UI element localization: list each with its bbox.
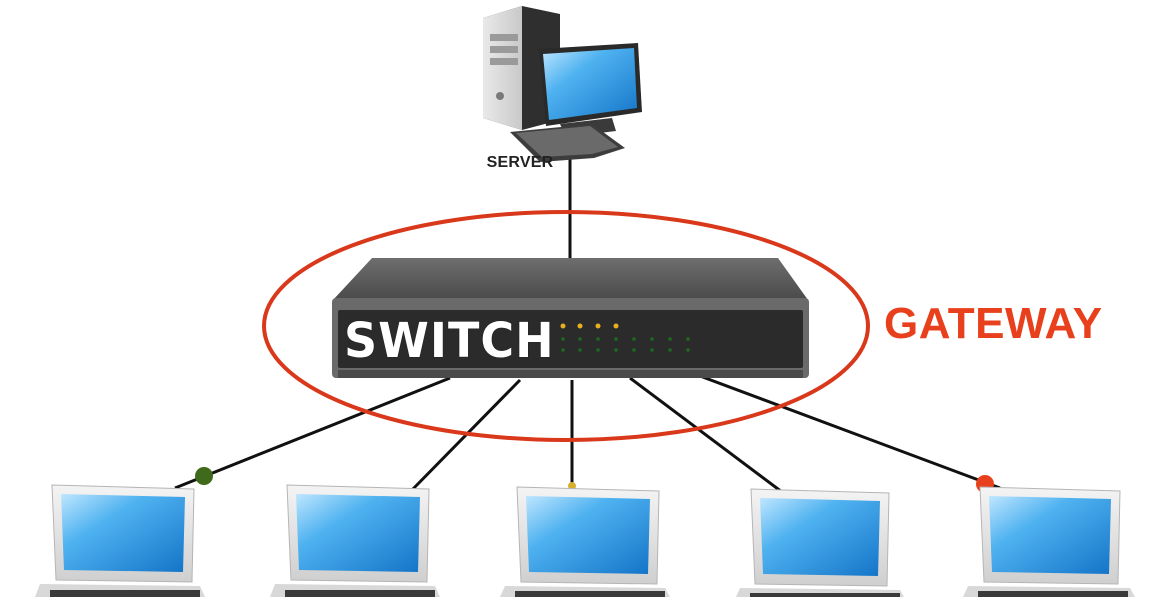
connection-lines: [174, 150, 1001, 494]
switch-status-leds: [560, 323, 690, 352]
client-link-2: [408, 378, 522, 494]
switch-label: SWITCH: [344, 311, 555, 369]
client-link-4: [629, 376, 783, 494]
laptop-icon: [500, 486, 670, 597]
client-link-5: [699, 374, 1001, 490]
laptop-icon: [963, 486, 1135, 597]
network-switch-icon: [332, 258, 809, 378]
server-label: SERVER: [486, 154, 554, 171]
laptop-icon: [35, 484, 205, 597]
gateway-label: GATEWAY: [884, 299, 1103, 348]
laptop-icon: [736, 488, 904, 597]
laptop-icon: [270, 484, 440, 597]
server-icon: [483, 6, 642, 162]
client-link-1: [174, 376, 451, 490]
port-dot-green: [195, 467, 213, 485]
gateway-ring: [262, 210, 870, 442]
